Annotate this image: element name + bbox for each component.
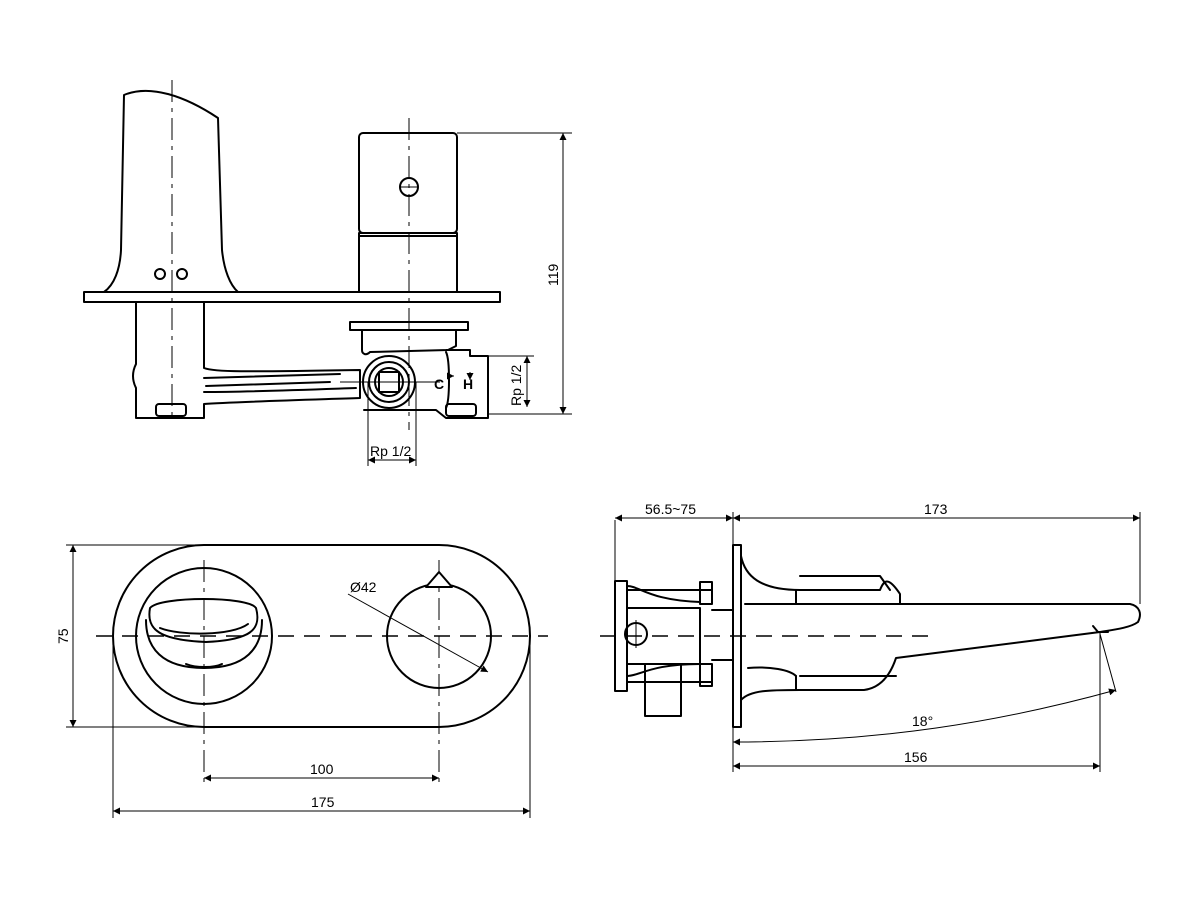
side-view: C H 119 Rp 1/2 Rp 1/2 [83,80,572,466]
dim-knob-diameter: Ø42 [350,579,377,595]
valve-body [361,329,489,419]
dim-center-100: 100 [310,761,334,777]
dim-outlet-reach: 156 [904,749,928,765]
front-view: Ø42 75 100 175 [55,544,548,818]
dim-angle-18: 18° [912,713,933,729]
handle-cap [358,132,458,234]
label-cold: C [434,376,444,392]
dim-wall-range: 56.5~75 [645,501,696,517]
screw-hole-left [154,268,166,280]
spout-view: 56.5~75 173 18° 156 [600,501,1141,772]
angle-arc [732,688,1117,746]
spout-body-top [103,89,239,293]
dim-inlet-horizontal: Rp 1/2 [370,443,411,459]
handle-body [358,232,458,293]
spout-body-bottom [132,301,361,419]
spout-profile [740,555,1141,701]
dim-width-175: 175 [311,794,335,810]
dim-height-119: 119 [545,263,561,286]
spout-outlet [148,598,259,643]
valve-collar [349,321,469,331]
spout-rosette [135,567,273,705]
label-hot: H [463,376,473,392]
knob-indicator [425,571,453,588]
wall-plate-side [83,291,501,303]
dim-height-75: 75 [55,628,71,644]
screw-hole-right [176,268,188,280]
dim-spout-reach: 173 [924,501,948,517]
dim-inlet-vertical: Rp 1/2 [508,365,524,406]
foot-left [155,403,187,417]
foot-right [445,403,477,417]
